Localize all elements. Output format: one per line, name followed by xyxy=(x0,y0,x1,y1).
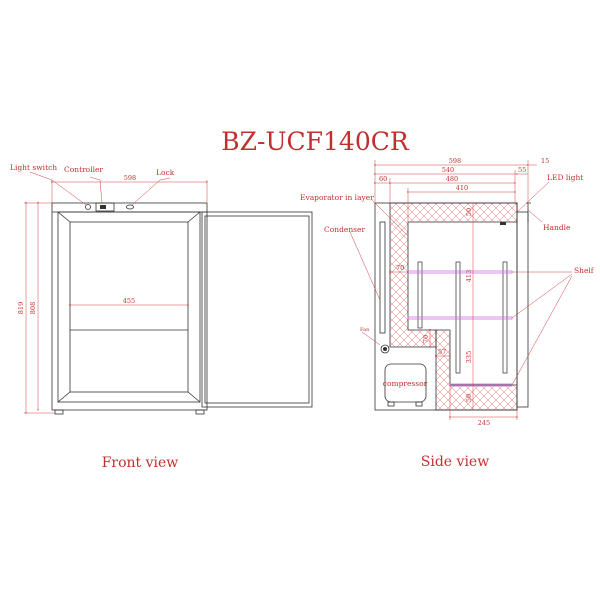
dim-step-wall: 57 xyxy=(438,348,446,356)
door-frame xyxy=(57,211,201,403)
dim-wall-thick: 70 xyxy=(396,264,404,272)
shelf-label: Shelf xyxy=(574,266,595,275)
dim-inner-depth: 480 xyxy=(446,175,458,183)
evaporator-label: Evaporator in layer xyxy=(300,193,374,202)
front-view: Light switch Controller Lock 598 819 808… xyxy=(10,163,313,471)
lock-label: Lock xyxy=(156,168,175,177)
dim-inner-width: 455 xyxy=(123,297,135,305)
fan-icon xyxy=(380,344,390,354)
led-light-label: LED light xyxy=(547,173,583,182)
side-view-caption: Side view xyxy=(421,454,489,470)
fan-label: Fan xyxy=(360,327,370,333)
light-switch-icon xyxy=(85,204,91,210)
lock-icon xyxy=(126,204,134,210)
insulation-upper xyxy=(389,202,518,348)
dim-lower-depth: 245 xyxy=(478,419,490,427)
model-title: BZ-UCF140CR xyxy=(221,127,410,156)
dim-top-insulation: 50 xyxy=(465,208,473,216)
dim-door-depth: 55 xyxy=(518,166,526,174)
dim-lower-height: 335 xyxy=(465,351,473,363)
controller-label: Controller xyxy=(64,165,103,174)
shelf-rail xyxy=(455,261,461,374)
compressor xyxy=(384,363,427,403)
dim-step-height: 70 xyxy=(422,335,430,343)
handle-label: Handle xyxy=(543,223,571,232)
dim-height-total: 819 xyxy=(17,302,25,314)
led-light-icon xyxy=(500,222,506,225)
dim-cavity-depth: 410 xyxy=(456,184,468,192)
side-door xyxy=(516,211,529,408)
condenser xyxy=(379,221,386,334)
dim-back-wall: 60 xyxy=(379,175,387,183)
side-view: compressor Evaporator in layer Condenser… xyxy=(300,157,595,470)
dim-upper-height: 413 xyxy=(465,270,473,282)
dim-depth-total: 598 xyxy=(449,157,461,165)
open-door xyxy=(201,211,313,408)
dim-height-body: 808 xyxy=(29,302,37,314)
dim-bottom-insulation: 50 xyxy=(465,394,473,402)
shelf-rail xyxy=(417,261,423,329)
shelf-rail xyxy=(502,261,508,374)
compressor-label: compressor xyxy=(383,379,428,388)
condenser-label: Condenser xyxy=(324,225,365,234)
light-switch-label: Light switch xyxy=(10,163,57,172)
dim-handle-depth: 15 xyxy=(541,157,549,165)
glass-window xyxy=(69,221,189,393)
dim-body-depth: 540 xyxy=(442,166,454,174)
front-view-caption: Front view xyxy=(102,455,179,471)
cabinet-outline xyxy=(51,202,208,411)
dim-width: 598 xyxy=(124,174,136,182)
controller-icon xyxy=(95,202,115,212)
